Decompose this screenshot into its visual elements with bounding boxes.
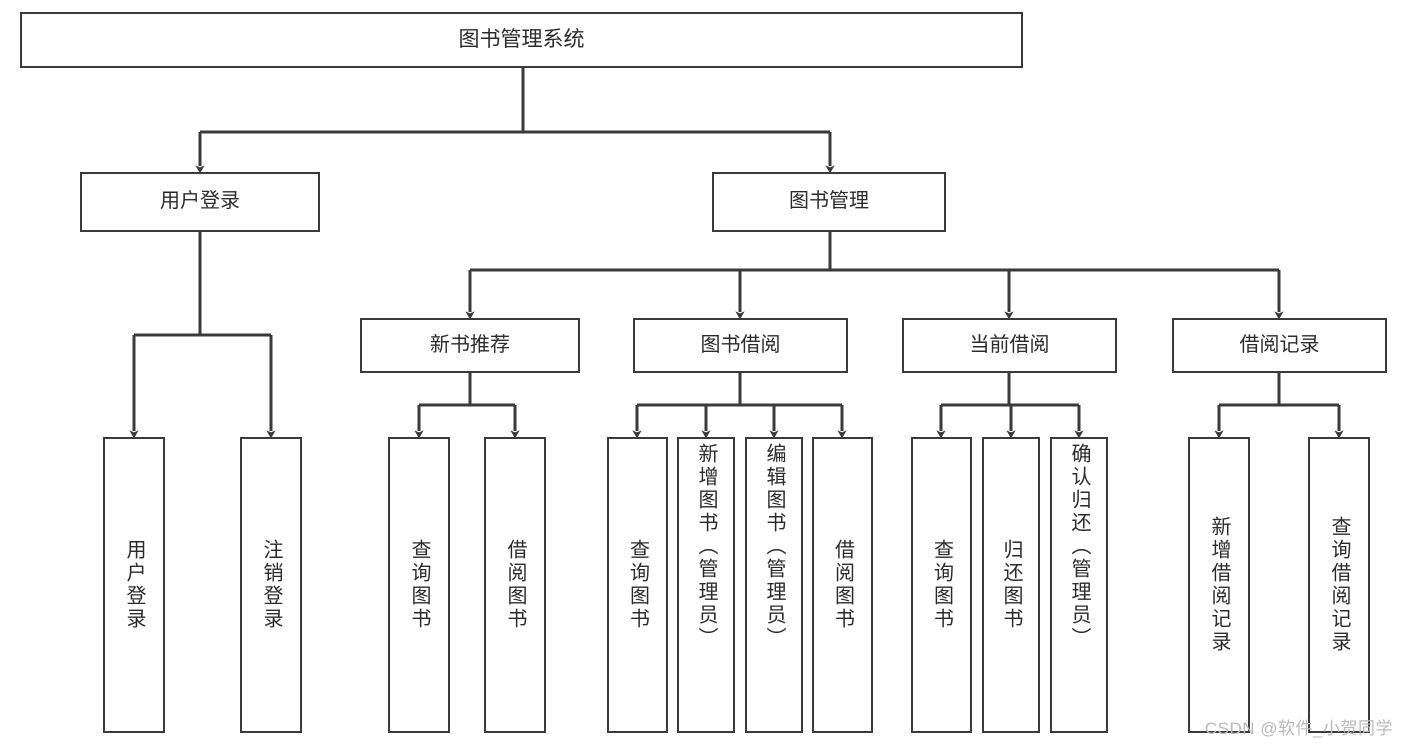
node-leaf-user-login-label: 用户登录 xyxy=(123,539,145,631)
node-leaf-logout-label: 注销登录 xyxy=(260,539,282,631)
node-user-login-label: 用户登录 xyxy=(160,190,240,213)
node-leaf-confirm-return-label: 确认归还（管理员） xyxy=(1068,443,1090,650)
node-leaf-borrow-book-2-label: 借阅图书 xyxy=(831,539,854,631)
node-leaf-query-book-1-label: 查询图书 xyxy=(408,539,430,631)
node-leaf-edit-book-label: 编辑图书（管理员） xyxy=(763,443,785,650)
node-leaf-query-book-2[interactable]: 查询图书 xyxy=(607,437,668,733)
node-leaf-add-book-label: 新增图书（管理员） xyxy=(695,443,717,650)
node-current-borrow-label: 当前借阅 xyxy=(969,333,1050,356)
node-leaf-query-record-label: 查询借阅记录 xyxy=(1328,516,1350,654)
node-leaf-borrow-book-2[interactable]: 借阅图书 xyxy=(812,437,873,733)
node-new-book-recommend[interactable]: 新书推荐 xyxy=(360,318,580,373)
watermark-text: CSDN @软件_小贺同学 xyxy=(1204,719,1393,738)
node-root-label: 图书管理系统 xyxy=(458,27,585,51)
node-leaf-return-book[interactable]: 归还图书 xyxy=(982,437,1040,733)
node-new-book-recommend-label: 新书推荐 xyxy=(430,333,510,356)
node-leaf-logout[interactable]: 注销登录 xyxy=(240,437,302,733)
node-leaf-add-book[interactable]: 新增图书（管理员） xyxy=(677,437,735,733)
node-leaf-query-record[interactable]: 查询借阅记录 xyxy=(1308,437,1370,733)
node-leaf-edit-book[interactable]: 编辑图书（管理员） xyxy=(745,437,803,733)
node-leaf-add-record[interactable]: 新增借阅记录 xyxy=(1188,437,1250,733)
node-borrow-record-label: 借阅记录 xyxy=(1239,333,1320,356)
node-book-manage[interactable]: 图书管理 xyxy=(712,172,946,232)
node-borrow-record[interactable]: 借阅记录 xyxy=(1172,318,1387,373)
node-leaf-user-login[interactable]: 用户登录 xyxy=(103,437,165,733)
node-book-borrow[interactable]: 图书借阅 xyxy=(633,318,848,373)
node-leaf-confirm-return[interactable]: 确认归还（管理员） xyxy=(1050,437,1108,733)
node-book-borrow-label: 图书借阅 xyxy=(700,333,781,356)
node-leaf-add-record-label: 新增借阅记录 xyxy=(1208,516,1230,654)
node-leaf-query-book-3[interactable]: 查询图书 xyxy=(911,437,972,733)
node-leaf-query-book-1[interactable]: 查询图书 xyxy=(388,437,450,733)
node-leaf-borrow-book-1-label: 借阅图书 xyxy=(504,539,526,631)
node-book-manage-label: 图书管理 xyxy=(789,190,869,213)
node-leaf-query-book-3-label: 查询图书 xyxy=(930,539,953,631)
node-current-borrow[interactable]: 当前借阅 xyxy=(902,318,1117,373)
node-leaf-borrow-book-1[interactable]: 借阅图书 xyxy=(484,437,546,733)
node-leaf-return-book-label: 归还图书 xyxy=(1000,539,1022,631)
node-leaf-query-book-2-label: 查询图书 xyxy=(626,539,649,631)
node-root[interactable]: 图书管理系统 xyxy=(20,12,1023,68)
node-user-login[interactable]: 用户登录 xyxy=(80,172,320,232)
